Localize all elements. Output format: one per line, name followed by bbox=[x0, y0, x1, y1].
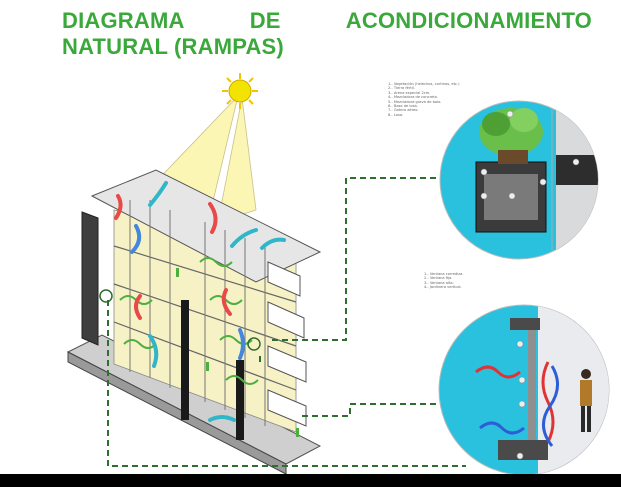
building-diagram bbox=[66, 169, 322, 475]
person-figure bbox=[580, 369, 592, 432]
legend-bottom-item: 2.- Ventana fija. bbox=[424, 276, 453, 281]
title-line-1: DIAGRAMA DE ACONDICIONAMIENTO bbox=[62, 8, 592, 34]
bottom-black-bar bbox=[0, 474, 621, 487]
title-line-2: NATURAL (RAMPAS) bbox=[62, 34, 284, 59]
legend-top-item: 6.- Base de losa. bbox=[388, 104, 418, 109]
diagram-title: DIAGRAMA DE ACONDICIONAMIENTO NATURAL (R… bbox=[62, 8, 592, 60]
legend-top-item: 1.- Vegetación (helechos, cortinas, etc.… bbox=[388, 82, 460, 86]
legend-top-item: 5.- Mezcladora grava de bolo. bbox=[388, 99, 442, 104]
legend-bottom: 1.- Ventana corrediza. 2.- Ventana fija.… bbox=[424, 272, 463, 290]
legend-bottom-item: 1.- Ventana corrediza. bbox=[424, 272, 464, 276]
legend-top-item: 8.- Losa. bbox=[388, 112, 404, 117]
connector-lines bbox=[107, 177, 466, 467]
title-word-2: DE bbox=[249, 8, 281, 33]
legend-bottom-item: 3.- Ventana alta. bbox=[424, 280, 454, 285]
legend-top-item: 3.- Arena especial 2cm. bbox=[388, 90, 431, 95]
legend-top-item: 4.- Mezcladora de concreto. bbox=[388, 95, 438, 100]
legend-top-item: 2.- Tierra fértil. bbox=[388, 86, 415, 91]
plant-detail-circle bbox=[439, 100, 599, 260]
title-word-1: DIAGRAMA bbox=[62, 8, 185, 33]
window-detail-circle bbox=[438, 304, 610, 476]
sun-icon bbox=[222, 73, 258, 109]
legend-bottom-item: 4.- Jardinera vertical. bbox=[424, 285, 462, 290]
legend-top: 1.- Vegetación (helechos, cortinas, etc.… bbox=[388, 82, 460, 117]
legend-top-item: 7.- Gotero aéreo. bbox=[388, 108, 419, 113]
title-word-3: ACONDICIONAMIENTO bbox=[345, 8, 592, 33]
